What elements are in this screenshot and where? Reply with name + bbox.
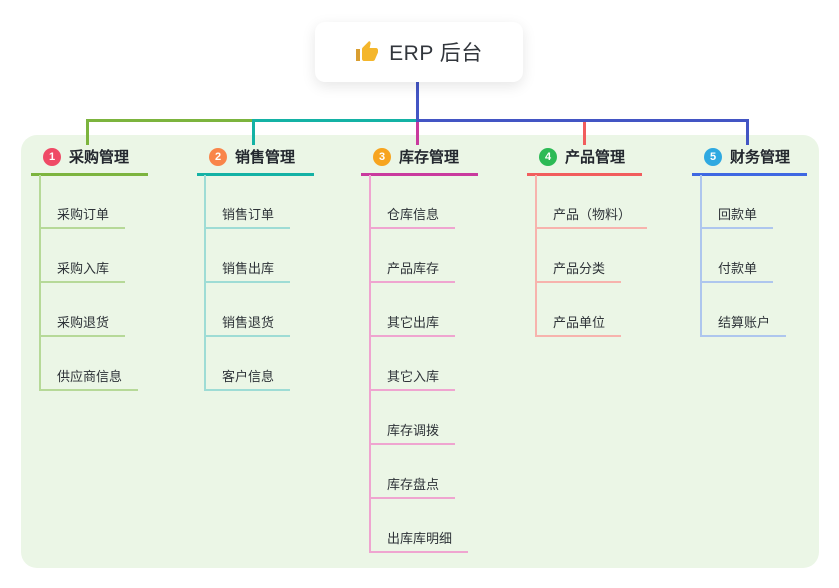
thumbs-up-icon [356, 41, 379, 61]
branch-purchase-header[interactable]: 1 采购管理 [31, 146, 148, 176]
subtopic-node[interactable]: 供应商信息 [41, 370, 139, 391]
branch-label: 产品管理 [565, 149, 626, 166]
branch-label: 销售管理 [235, 149, 296, 166]
subtopic-node[interactable]: 回款单 [702, 208, 774, 229]
branch-product-children: 产品（物料） 产品分类 产品单位 [535, 175, 648, 337]
list-item: 产品（物料） [537, 175, 648, 229]
list-item: 库存盘点 [371, 445, 468, 499]
branch-purchase-children: 采购订单 采购入库 采购退货 供应商信息 [39, 175, 139, 391]
list-item: 供应商信息 [41, 337, 139, 391]
bus-line-green [86, 119, 254, 122]
subtopic-node[interactable]: 采购退货 [41, 316, 126, 337]
list-item: 回款单 [702, 175, 786, 229]
list-item: 产品库存 [371, 229, 468, 283]
subtopic-node[interactable]: 其它入库 [371, 370, 456, 391]
subtopic-node[interactable]: 采购订单 [41, 208, 126, 229]
list-item: 客户信息 [206, 337, 291, 391]
branch-label: 财务管理 [730, 149, 791, 166]
subtopic-node[interactable]: 销售订单 [206, 208, 291, 229]
subtopic-node[interactable]: 其它出库 [371, 316, 456, 337]
subtopic-node[interactable]: 客户信息 [206, 370, 291, 391]
subtopic-node[interactable]: 产品库存 [371, 262, 456, 283]
branch-finance-children: 回款单 付款单 结算账户 [700, 175, 787, 337]
subtopic-node[interactable]: 销售出库 [206, 262, 291, 283]
branches-background-panel [21, 135, 819, 568]
list-item: 付款单 [702, 229, 786, 283]
subtopic-node[interactable]: 产品（物料） [537, 208, 648, 229]
branch-inventory-children: 仓库信息 产品库存 其它出库 其它入库 库存调拨 库存盘点 出库库明细 [369, 175, 469, 553]
drop-line-inventory [416, 122, 419, 145]
root-stem-line [416, 82, 419, 120]
subtopic-node[interactable]: 采购入库 [41, 262, 126, 283]
list-item: 采购入库 [41, 229, 138, 283]
list-item: 仓库信息 [371, 175, 468, 229]
branch-number-badge: 3 [373, 147, 391, 166]
list-item: 销售订单 [206, 175, 291, 229]
drop-line-product [583, 122, 586, 145]
list-item: 产品单位 [537, 283, 647, 337]
branch-sales-children: 销售订单 销售出库 销售退货 客户信息 [204, 175, 291, 391]
drop-line-finance [746, 119, 749, 145]
root-label: ERP 后台 [389, 42, 483, 65]
branch-label: 库存管理 [399, 149, 460, 166]
drop-line-sales [252, 119, 255, 145]
subtopic-node[interactable]: 产品分类 [537, 262, 622, 283]
list-item: 产品分类 [537, 229, 647, 283]
list-item: 销售退货 [206, 283, 291, 337]
subtopic-node[interactable]: 库存盘点 [371, 478, 456, 499]
subtopic-node[interactable]: 销售退货 [206, 316, 291, 337]
subtopic-node[interactable]: 仓库信息 [371, 208, 456, 229]
branch-number-badge: 4 [539, 147, 557, 166]
drop-line-purchase [86, 119, 89, 145]
branch-label: 采购管理 [69, 149, 130, 166]
list-item: 出库库明细 [371, 499, 469, 553]
list-item: 采购退货 [41, 283, 138, 337]
list-item: 其它入库 [371, 337, 468, 391]
branch-inventory-header[interactable]: 3 库存管理 [361, 146, 478, 176]
branch-number-badge: 1 [43, 147, 61, 166]
list-item: 采购订单 [41, 175, 138, 229]
subtopic-node[interactable]: 产品单位 [537, 316, 622, 337]
branch-finance-header[interactable]: 5 财务管理 [692, 146, 807, 176]
root-node[interactable]: ERP 后台 [315, 22, 523, 82]
list-item: 其它出库 [371, 283, 468, 337]
subtopic-node[interactable]: 库存调拨 [371, 424, 456, 445]
subtopic-node[interactable]: 结算账户 [702, 316, 787, 337]
branch-number-badge: 2 [209, 147, 227, 166]
bus-line-blue [416, 119, 749, 122]
branch-number-badge: 5 [704, 147, 722, 166]
list-item: 结算账户 [702, 283, 787, 337]
subtopic-node[interactable]: 付款单 [702, 262, 774, 283]
subtopic-node[interactable]: 出库库明细 [371, 532, 469, 553]
bus-line-teal [252, 119, 416, 122]
branch-product-header[interactable]: 4 产品管理 [527, 146, 642, 176]
list-item: 销售出库 [206, 229, 291, 283]
branch-sales-header[interactable]: 2 销售管理 [197, 146, 314, 176]
list-item: 库存调拨 [371, 391, 468, 445]
